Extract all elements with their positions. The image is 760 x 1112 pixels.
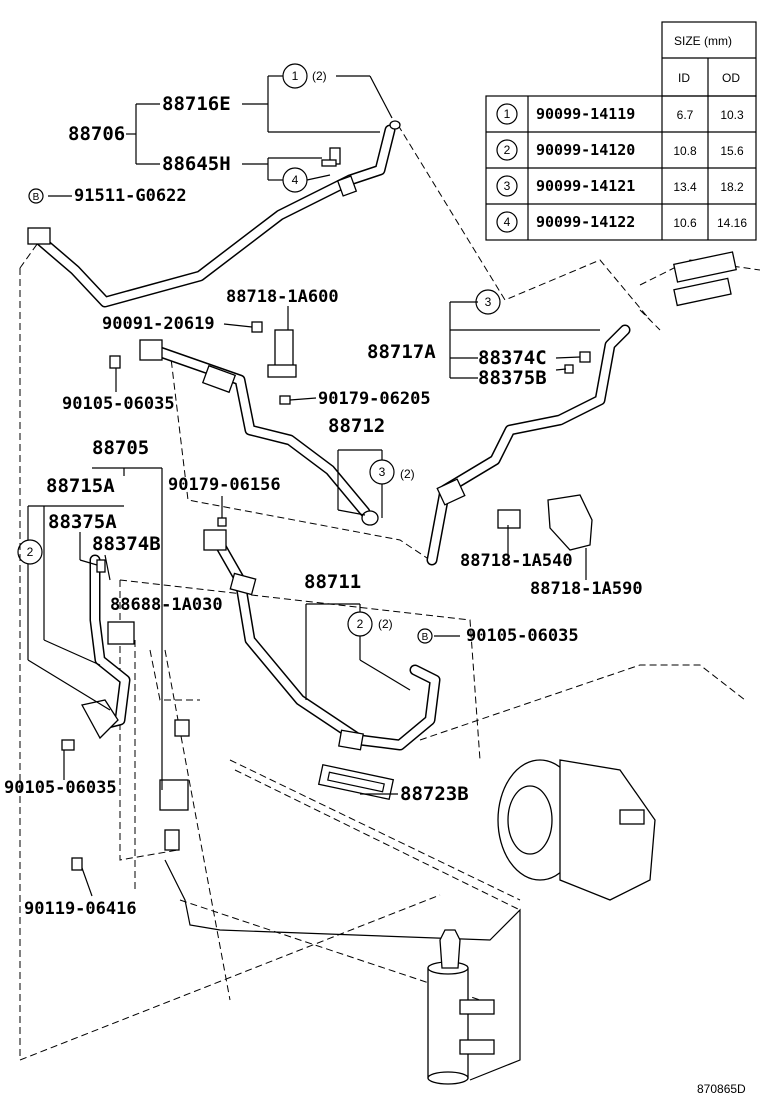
row-id: 10.8	[673, 144, 697, 158]
label-88645h: 88645H	[162, 153, 231, 175]
callout-3-top: 3	[475, 289, 501, 315]
bolt-mark-a: B	[28, 188, 44, 204]
label-88712: 88712	[328, 415, 385, 437]
dashed-outlines	[19, 124, 760, 1061]
label-88688-1a030: 88688-1A030	[110, 595, 223, 615]
pipe-88716e-88645h	[27, 124, 396, 308]
row-number: 3	[504, 179, 511, 193]
compressor	[497, 759, 656, 901]
label-88718-1a590: 88718-1A590	[530, 579, 643, 599]
row-id: 10.6	[673, 216, 697, 230]
label-90179-06156: 90179-06156	[168, 475, 281, 495]
label-88375a: 88375A	[48, 511, 117, 533]
row-part: 90099-14121	[536, 177, 635, 195]
callout-quantity: (2)	[312, 69, 327, 83]
leader-lines	[27, 75, 600, 897]
table-row: 1 90099-14119 6.7 10.3	[496, 103, 744, 125]
label-90091-20619: 90091-20619	[102, 314, 215, 334]
bolt-mark-letter: B	[422, 632, 429, 643]
connectors	[61, 120, 737, 871]
part-labels: 88716E 88706 88645H 91511-G0622 88718-1A…	[4, 93, 746, 1096]
callout-quantity: (2)	[400, 467, 415, 481]
row-part: 90099-14119	[536, 105, 635, 123]
label-88374b: 88374B	[92, 533, 161, 555]
callout-number: 4	[292, 173, 299, 187]
label-88716e: 88716E	[162, 93, 231, 115]
label-90119-06416: 90119-06416	[24, 899, 137, 919]
callout-number: 2	[27, 545, 34, 559]
label-90105-06035-a: 90105-06035	[62, 394, 175, 414]
label-90179-06205: 90179-06205	[318, 389, 431, 409]
table-row: 4 90099-14122 10.6 14.16	[496, 211, 747, 233]
label-88706: 88706	[68, 123, 125, 145]
id-header: ID	[678, 71, 690, 85]
row-id: 6.7	[677, 108, 694, 122]
callout-quantity: (2)	[378, 617, 393, 631]
label-88705: 88705	[92, 437, 149, 459]
label-88718-1a600: 88718-1A600	[226, 287, 339, 307]
callout-4: 4	[282, 167, 308, 193]
pipe-88717a	[426, 324, 631, 566]
label-88374c: 88374C	[478, 347, 547, 369]
row-od: 14.16	[717, 216, 747, 230]
size-table: SIZE (mm) ID OD 1 90099-14119 6.7 10.3 2…	[485, 21, 757, 241]
pipe-88712	[154, 346, 379, 526]
callout-2-left: 2	[17, 539, 43, 565]
cover-88723b	[317, 763, 395, 801]
callout-number: 1	[292, 69, 299, 83]
callout-number: 3	[485, 295, 492, 309]
pipe-88705	[81, 554, 135, 740]
label-90105-06035-b: 90105-06035	[466, 626, 579, 646]
bolt-mark-b: B	[417, 628, 433, 644]
row-number: 2	[504, 143, 511, 157]
table-row: 2 90099-14120 10.8 15.6	[496, 139, 744, 161]
size-header: SIZE (mm)	[674, 34, 732, 48]
od-header: OD	[722, 71, 740, 85]
label-88717a: 88717A	[367, 341, 436, 363]
label-88715a: 88715A	[46, 475, 115, 497]
bolt-mark-letter: B	[33, 192, 40, 203]
row-od: 10.3	[720, 108, 744, 122]
table-row: 3 90099-14121 13.4 18.2	[496, 175, 744, 197]
receiver-drier	[427, 929, 495, 1085]
callout-number: 3	[379, 465, 386, 479]
row-part: 90099-14122	[536, 213, 635, 231]
row-number: 4	[504, 215, 511, 229]
label-88711: 88711	[304, 571, 361, 593]
label-90105-06035-c: 90105-06035	[4, 778, 117, 798]
condenser-bracket	[164, 859, 521, 1081]
row-od: 15.6	[720, 144, 744, 158]
label-88718-1a540: 88718-1A540	[460, 551, 573, 571]
row-part: 90099-14120	[536, 141, 635, 159]
callout-2-mid: 2 (2)	[347, 611, 393, 637]
callout-3-mid: 3 (2)	[369, 459, 415, 485]
label-88375b: 88375B	[478, 367, 547, 389]
row-number: 1	[504, 107, 511, 121]
diagram-code: 870865D	[697, 1082, 746, 1096]
callout-number: 2	[357, 617, 364, 631]
callout-1: 1 (2)	[282, 63, 327, 89]
row-od: 18.2	[720, 180, 744, 194]
hose-88711	[203, 529, 441, 751]
label-88723b: 88723B	[400, 783, 469, 805]
row-id: 13.4	[673, 180, 697, 194]
label-91511-g0622: 91511-G0622	[74, 186, 187, 206]
